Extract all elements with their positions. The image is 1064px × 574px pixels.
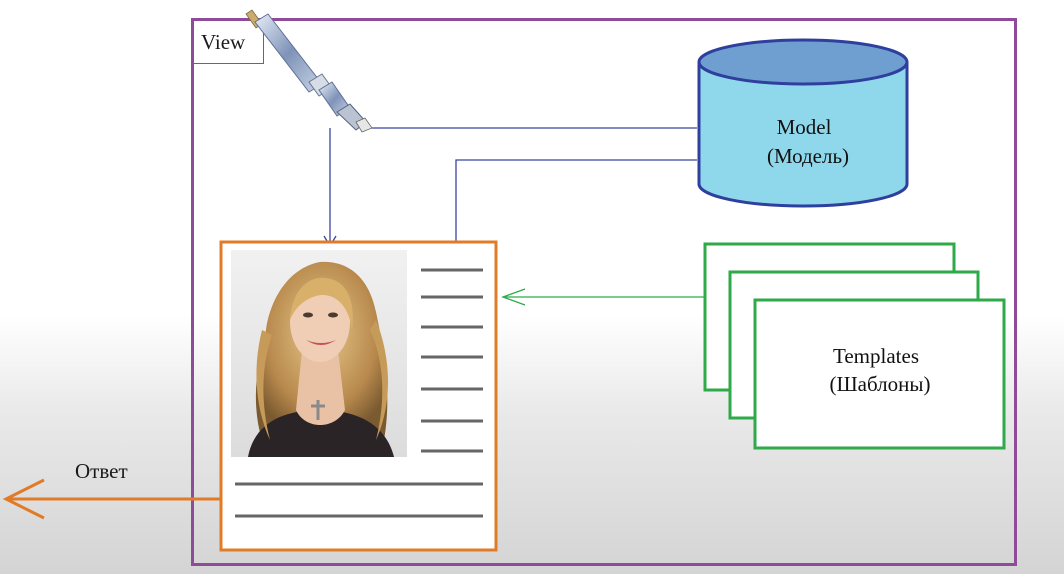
photo-portrait [231,250,407,457]
view-tab [191,18,264,64]
view-label: View [201,30,246,54]
text-lines-right [421,268,483,453]
model-database: Model (Модель) [697,38,909,208]
templates-stack: Templates (Шаблоны) [703,242,1006,450]
response-label: Ответ [75,459,128,483]
response-page [219,240,498,552]
view-frame [191,18,1017,566]
templates-label-ru: (Шаблоны) [830,372,931,396]
model-label: Model [777,115,832,139]
model-label-ru: (Модель) [767,144,849,168]
arrow-left-icon [2,478,221,520]
templates-to-page-arrow [501,288,704,306]
text-lines-bottom [235,482,483,518]
templates-label: Templates [833,344,919,368]
fountain-pen-icon [245,9,373,133]
